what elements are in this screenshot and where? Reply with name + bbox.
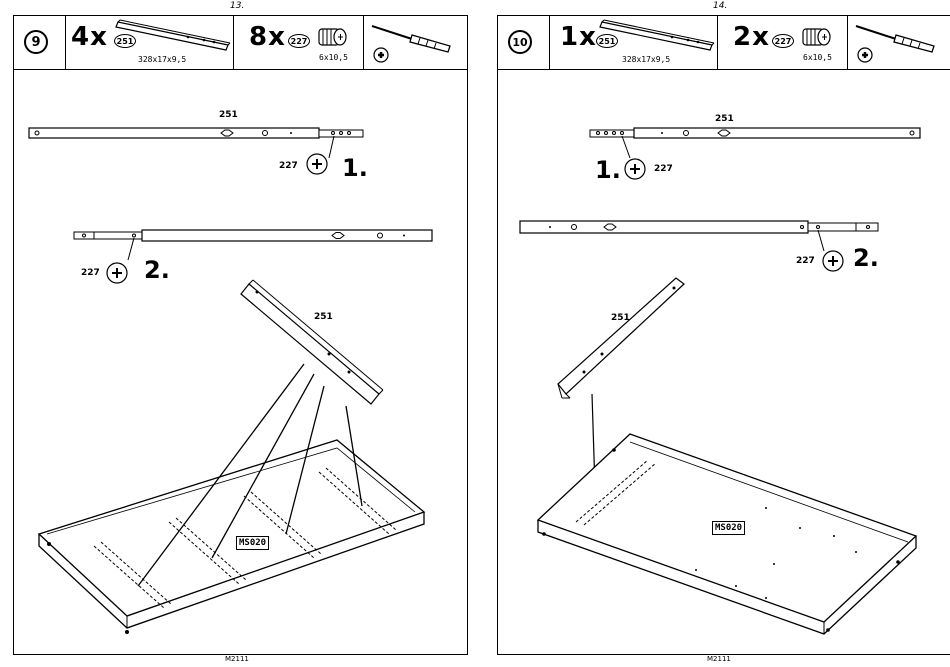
step-cell: 10 (498, 16, 550, 69)
phillips-bit-icon (372, 46, 390, 64)
rail-icon (116, 19, 231, 54)
phillips-bit-icon (856, 46, 874, 64)
panel-code: MS020 (236, 536, 269, 550)
part-cell-rail: 1x 251 328x17x9,5 (550, 16, 718, 69)
cam-screw-icon (820, 248, 846, 274)
cam-screw-icon (318, 26, 348, 48)
cam-screw-icon (802, 26, 832, 48)
cam-screw-icon (304, 151, 330, 177)
substep-1: 1. (595, 156, 621, 184)
panel-code: MS020 (712, 521, 745, 535)
instruction-page-left: 9 4x 251 328x17x9,5 8x 227 6x10,5 (13, 15, 468, 655)
rail-second (520, 221, 885, 251)
instruction-page-right: 10 1x 251 328x17x9,5 2x 227 6x10,5 (497, 15, 950, 655)
part-id: 227 (288, 34, 310, 48)
rail-label: 251 (715, 114, 734, 124)
substep-2: 2. (853, 244, 879, 272)
part-cell-rail: 4x 251 328x17x9,5 (66, 16, 234, 69)
part-dimensions: 328x17x9,5 (138, 55, 186, 64)
rail-top (29, 128, 369, 142)
rail-top (590, 128, 925, 158)
rail-icon (600, 19, 715, 54)
rail-label: 251 (219, 110, 238, 120)
screw-label: 227 (81, 268, 100, 278)
rail-angled (556, 278, 696, 408)
part-quantity: 4x (71, 22, 108, 52)
screw-label: 227 (279, 161, 298, 171)
parts-header: 9 4x 251 328x17x9,5 8x 227 6x10,5 (14, 16, 467, 70)
part-dimensions: 6x10,5 (803, 53, 832, 62)
cam-screw-icon (622, 156, 648, 182)
part-cell-screw: 2x 227 6x10,5 (718, 16, 848, 69)
part-quantity: 1x (560, 22, 597, 52)
step-number: 9 (24, 30, 48, 54)
part-quantity: 2x (733, 22, 770, 52)
screw-label: 227 (796, 256, 815, 266)
rail-second (74, 230, 434, 260)
rail-label: 251 (314, 312, 333, 322)
part-dimensions: 328x17x9,5 (622, 55, 670, 64)
footer-code: M2111 (707, 655, 731, 663)
step-cell: 9 (14, 16, 66, 69)
part-cell-screw: 8x 227 6x10,5 (234, 16, 364, 69)
part-id: 227 (772, 34, 794, 48)
cam-screw-icon (104, 260, 130, 286)
substep-2: 2. (144, 256, 170, 284)
substep-1: 1. (342, 154, 368, 182)
parts-header: 10 1x 251 328x17x9,5 2x 227 6x10,5 (498, 16, 950, 70)
footer-code: M2111 (225, 655, 249, 663)
page-number: 14. (713, 1, 727, 11)
screw-label: 227 (654, 164, 673, 174)
guide-lines (134, 356, 394, 606)
part-quantity: 8x (249, 22, 286, 52)
page-number: 13. (230, 1, 244, 11)
part-dimensions: 6x10,5 (319, 53, 348, 62)
step-number: 10 (508, 30, 532, 54)
rail-label: 251 (611, 313, 630, 323)
